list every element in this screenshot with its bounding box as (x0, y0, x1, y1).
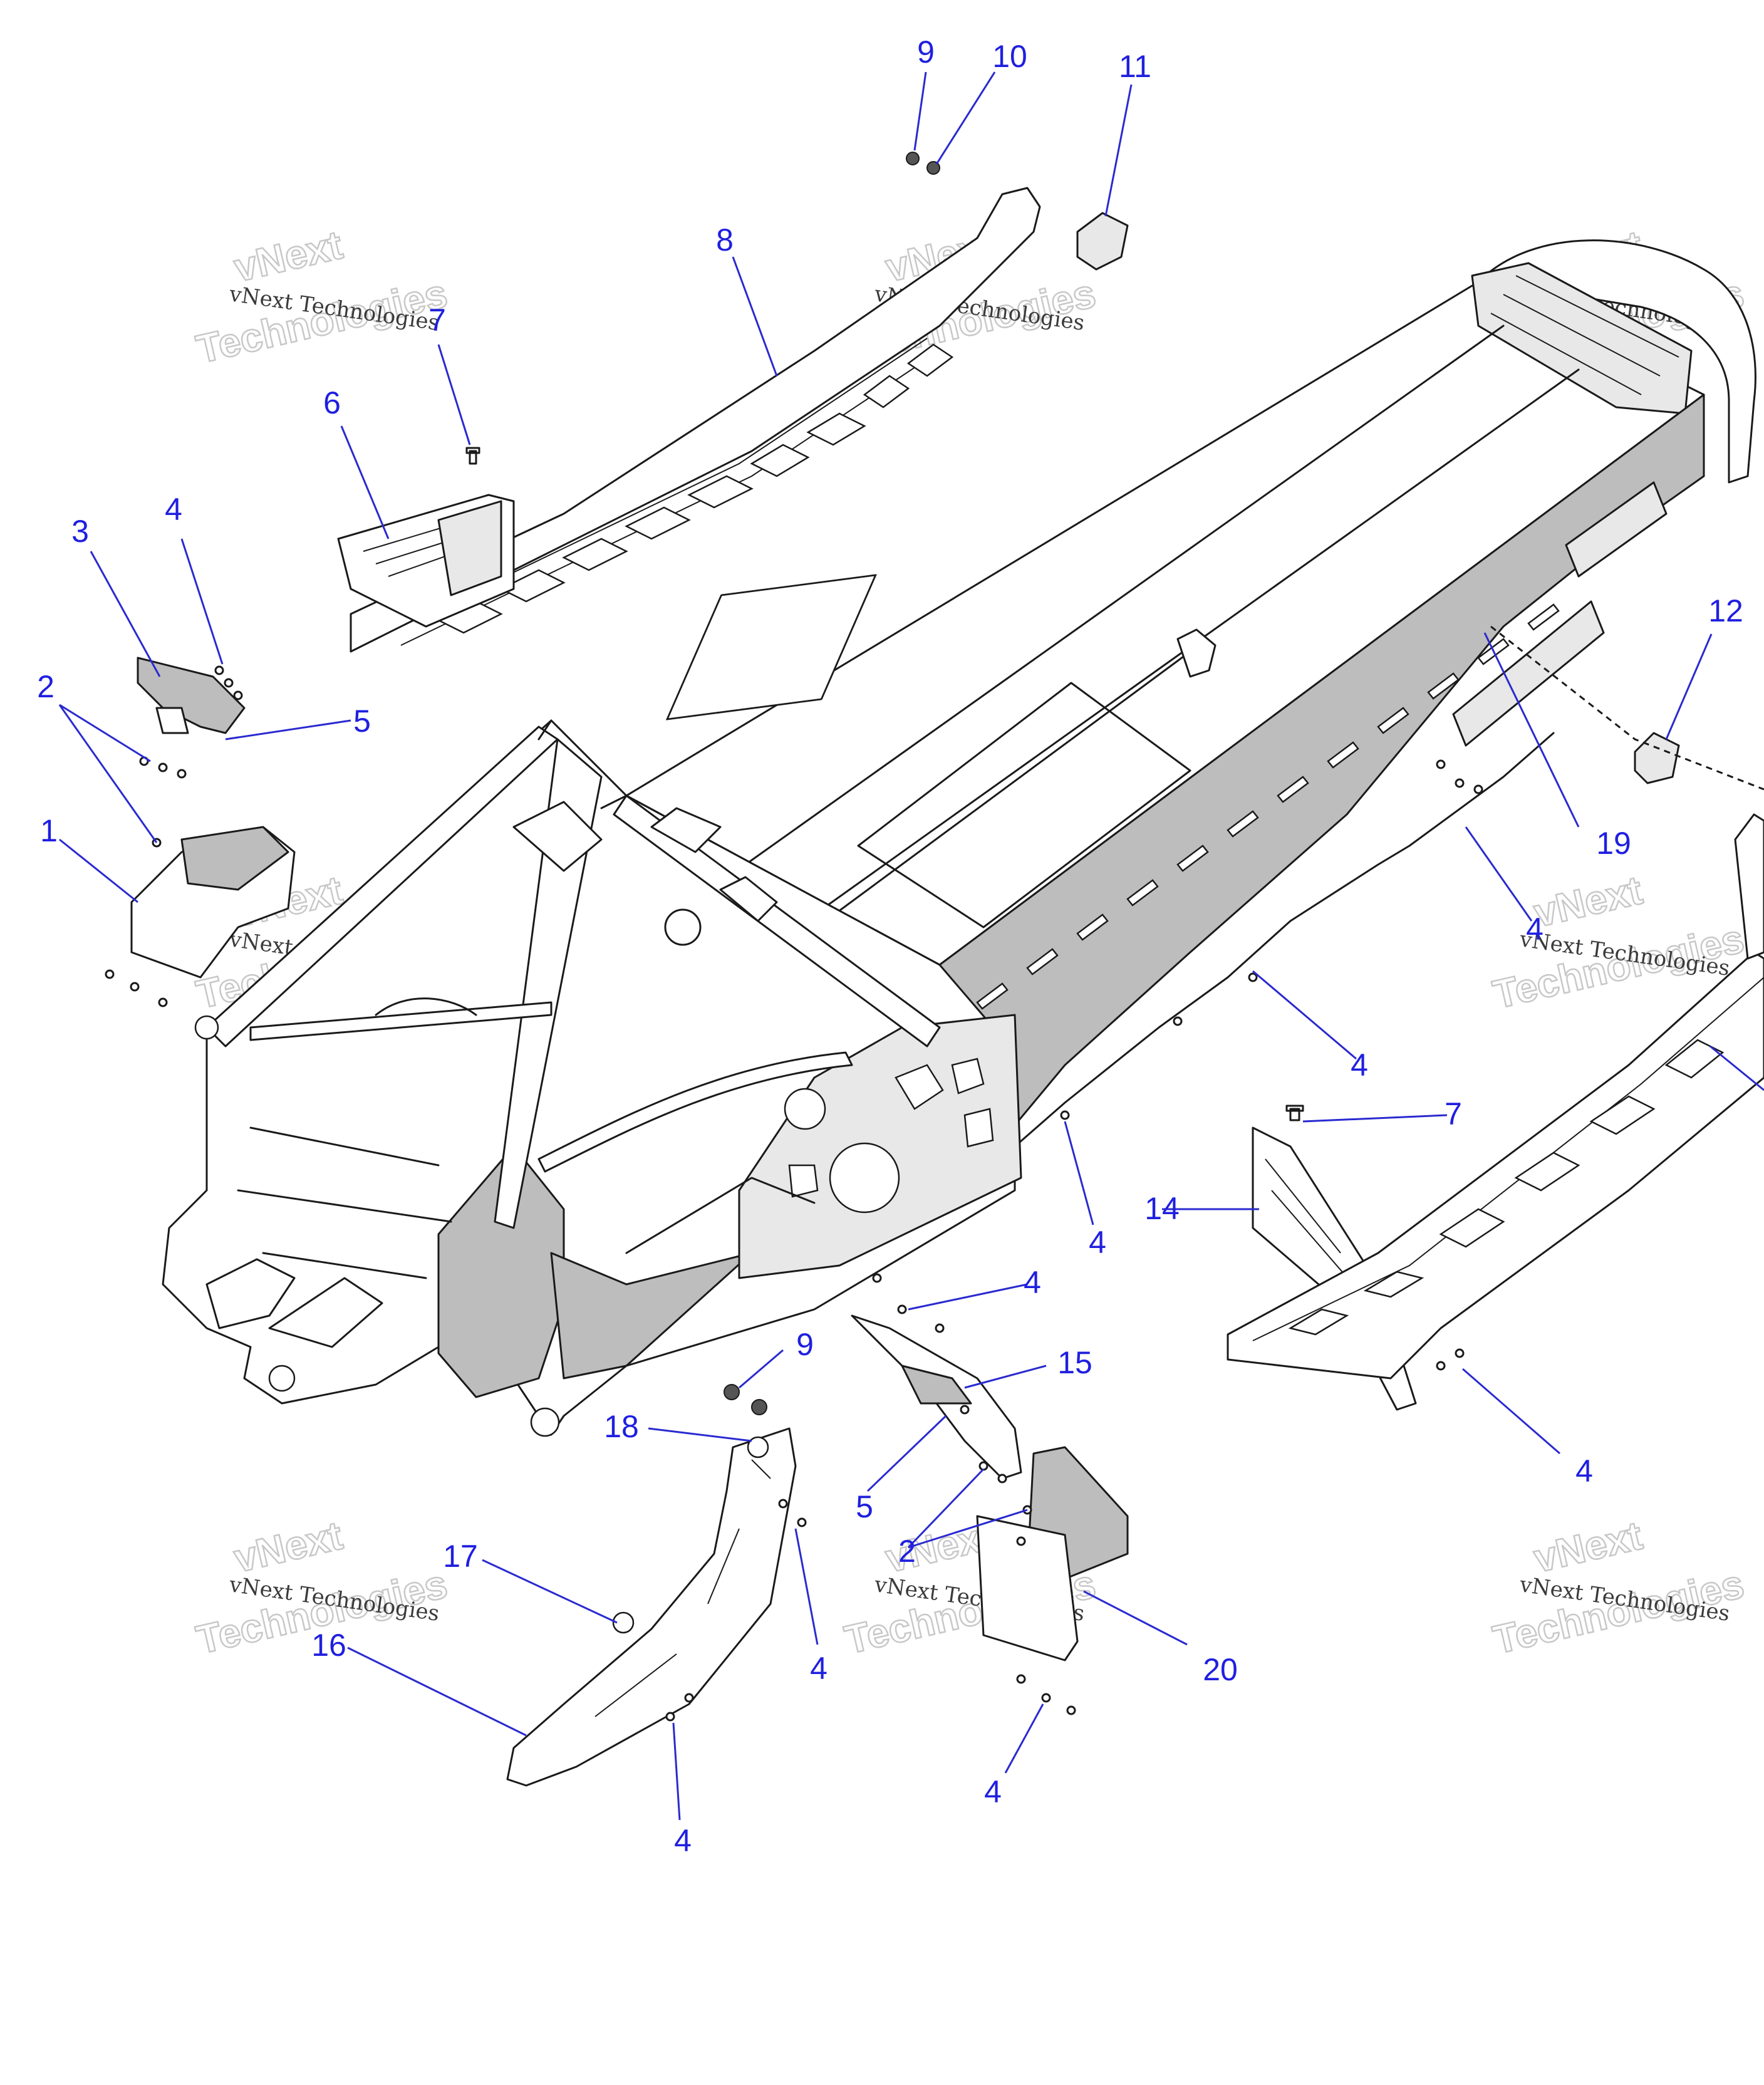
callout-4-bottom-middle: 4 (984, 1774, 1002, 1809)
callout-7-right: 7 (1445, 1096, 1462, 1131)
callout-5-right: 5 (856, 1489, 873, 1524)
callout-4-tunnel: 4 (1351, 1048, 1368, 1083)
callout-5-left: 5 (353, 704, 371, 739)
steering-post-tube (613, 794, 941, 1048)
callout-7-top: 7 (428, 303, 446, 338)
callout-20: 20 (1203, 1652, 1238, 1687)
steering-bracket (650, 807, 722, 853)
callout-4-plate: 4 (1024, 1265, 1041, 1300)
callout-18: 18 (604, 1409, 639, 1444)
callout-16: 16 (311, 1628, 346, 1663)
lower-cross-tube (249, 1001, 553, 1041)
watermark-big-top: vNext (1530, 867, 1646, 935)
part-19-dashed-line (1490, 625, 1764, 791)
callout-11: 11 (1119, 49, 1151, 84)
callout-4-bottom-right: 4 (1575, 1453, 1593, 1489)
part-8-running-board-top (350, 187, 1041, 653)
tunnel-heat-exchanger-plate (666, 574, 877, 720)
part-6-footrest-top (337, 494, 515, 628)
callout-2-left: 2 (37, 669, 54, 704)
part-16-side-cover (506, 1427, 797, 1787)
callout-17: 17 (443, 1539, 478, 1574)
watermark-big-top: vNext (230, 1512, 346, 1581)
watermark-big-top: vNext (1530, 1512, 1646, 1581)
tunnel-lower-flange (938, 732, 1555, 1179)
part-9-nut-lower (724, 1384, 740, 1400)
rear-loop-piece (1734, 813, 1764, 960)
watermark-bottom-right: vNext Technologies vNext Technologies (1488, 1512, 1749, 1663)
callout-4-right-upper: 4 (1526, 912, 1544, 947)
watermark-top-left: vNext Technologies vNext Technologies (192, 221, 452, 373)
tunnel-assembly (625, 239, 1756, 1179)
bolts (105, 447, 1483, 1722)
part-11-pad (1076, 212, 1129, 271)
tunnel-slots (976, 481, 1668, 1010)
shock-tube (537, 1051, 853, 1173)
callout-3: 3 (71, 514, 89, 549)
rear-bumper-loop (1477, 239, 1756, 484)
callout-9-bottom: 9 (796, 1327, 814, 1362)
tunnel-cover-plate (857, 682, 1191, 928)
part-10-washer (926, 161, 940, 175)
running-board-right-cutouts (1288, 1039, 1725, 1336)
callout-6: 6 (323, 385, 341, 420)
callout-4-cover: 4 (810, 1651, 828, 1686)
callout-2-right: 2 (898, 1534, 916, 1569)
running-board-right (1227, 813, 1764, 1380)
callout-4-center: 4 (1089, 1225, 1106, 1260)
part-12-pad (1634, 732, 1680, 784)
leader-lines (58, 71, 1764, 1821)
callout-9-top: 9 (917, 34, 935, 70)
upper-engine-mount (512, 801, 603, 872)
front-chassis (162, 719, 1022, 1437)
callout-15: 15 (1057, 1345, 1092, 1380)
callout-8: 8 (716, 222, 734, 257)
running-board-right-outline (1227, 951, 1764, 1380)
callout-4-bottom-left: 4 (674, 1823, 692, 1858)
callout-1: 1 (40, 813, 58, 848)
callout-labels: 1 2 3 4 5 6 7 8 9 10 11 12 19 4 4 7 14 4… (37, 34, 1743, 1858)
part-3-bracket (137, 657, 246, 734)
running-board-top-cutouts (437, 343, 954, 634)
brake-fitting (1176, 628, 1217, 678)
running-board-top-outline (350, 187, 1041, 653)
callout-19: 19 (1596, 826, 1631, 861)
part-9-nut (906, 152, 920, 165)
callout-4-top-left: 4 (165, 492, 182, 527)
callout-12: 12 (1708, 593, 1743, 628)
watermark-big-top: vNext (230, 222, 346, 290)
callout-14: 14 (1144, 1191, 1180, 1226)
callout-10: 10 (992, 39, 1027, 74)
